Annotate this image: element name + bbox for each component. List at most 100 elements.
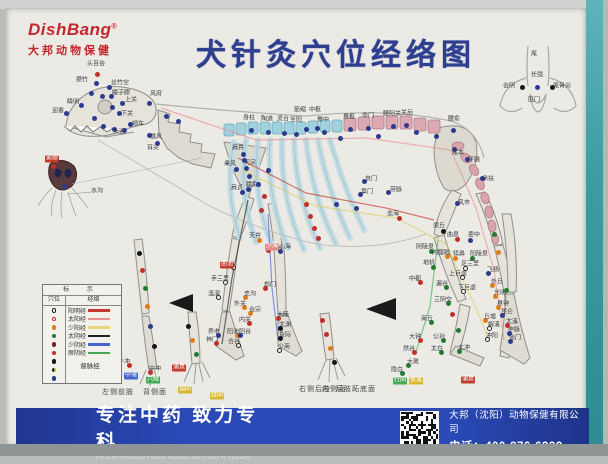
acupoint-label: 商丘	[420, 316, 434, 323]
legend-row	[43, 374, 121, 383]
acupoint-dot	[321, 129, 327, 135]
legend-row	[43, 357, 121, 366]
diagram-caption: 背侧面	[143, 389, 167, 396]
acupoint-dot	[293, 131, 299, 137]
acupoint-label: 耳尖	[146, 145, 160, 152]
acupoint-dot	[460, 288, 466, 294]
company-name: 大邦（沈阳）动物保健有限公司	[449, 409, 580, 435]
acupoint-dot	[467, 237, 473, 243]
acupoint-dot	[119, 100, 125, 106]
acupoint-dot	[142, 285, 148, 291]
legend-title: 标 示	[43, 285, 121, 296]
acupoint-label: 涌泉	[171, 364, 187, 372]
acupoint-dot	[63, 110, 69, 116]
brand-subtitle: 大邦动物保健	[28, 45, 112, 57]
acupoint-label: 迎香	[51, 108, 65, 115]
acupoint-dot	[353, 205, 359, 211]
legend-dot	[51, 376, 57, 381]
legend-row: 太阳经	[43, 314, 121, 323]
legend-dot	[51, 350, 57, 355]
acupoint-label: 陶道	[260, 116, 274, 123]
legend-line-swatch	[88, 326, 111, 329]
legend-meridian-name: 阳明经	[68, 308, 87, 315]
acupoint-dot	[428, 319, 434, 325]
acupoint-dot	[469, 255, 475, 261]
acupoint-dot	[390, 123, 396, 129]
acupoint-dot	[61, 183, 67, 189]
wall-right	[603, 0, 608, 456]
acupoint-dot	[88, 90, 94, 96]
acupoint-dot	[519, 84, 525, 90]
acupoint-label: 风府	[149, 91, 163, 98]
acupoint-dot	[100, 123, 106, 129]
legend-line-swatch	[88, 343, 111, 346]
acupoint-label: 鱼际	[278, 332, 292, 339]
legend-merged-label: 督脉经	[80, 363, 100, 370]
acupoint-dot	[456, 348, 462, 354]
acupoint-label: 腰俞	[447, 116, 461, 123]
acupoint-label: 太白	[430, 346, 444, 353]
acupoint-dot	[146, 100, 152, 106]
acupoint-dot	[215, 332, 221, 338]
acupoint-dot	[277, 248, 283, 254]
acupoint-dot	[111, 126, 117, 132]
acupoint-label: 尾骨尖	[552, 83, 572, 90]
acupoint-label: 阴陵泉	[415, 244, 435, 251]
legend-col-meridian: 经络	[87, 297, 100, 303]
acupoint-label: 脊中	[316, 117, 330, 124]
acupoint-dot	[277, 335, 283, 341]
acupoint-dot	[265, 167, 271, 173]
acupoint-label: 肛门	[527, 97, 541, 104]
acupoint-label: 然谷	[402, 346, 416, 353]
acupoint-dot	[492, 293, 498, 299]
acupoint-dot	[323, 331, 329, 337]
acupoint-label: 头百会	[86, 61, 106, 68]
acupoint-dot	[189, 337, 195, 343]
acupoint-dot	[451, 146, 457, 152]
acupoint-dot	[109, 104, 115, 110]
acupoint-dot	[375, 133, 381, 139]
acupoint-label: 丘墟	[483, 314, 497, 321]
acupoint-label: 少商	[277, 344, 291, 351]
acupoint-dot	[333, 201, 339, 207]
acupoint-dot	[482, 317, 488, 323]
acupoint-label: 水沟	[90, 188, 104, 195]
acupoint-label: 攒竹	[75, 77, 89, 84]
acupoint-label: 涌泉	[460, 376, 476, 384]
legend-dot	[51, 342, 57, 347]
acupoint-dot	[215, 294, 221, 300]
acupoint-label: 中渚	[123, 372, 139, 380]
acupoint-label: 少冲	[117, 359, 131, 366]
acupoint-dot	[261, 193, 267, 199]
acupoint-dot	[454, 200, 460, 206]
legend-meridian-name: 少阳经	[68, 325, 87, 332]
acupoint-label: 肩贞	[230, 185, 244, 192]
acupoint-dot	[385, 189, 391, 195]
acupoint-dot	[428, 248, 434, 254]
pointer-arrow-icon	[169, 294, 193, 312]
acupoint-dot	[405, 362, 411, 368]
acupoint-label: 内关	[238, 317, 252, 324]
acupoint-dot	[50, 163, 56, 169]
acupoint-label: 睛明	[66, 99, 80, 106]
acupoint-dot	[303, 201, 309, 207]
legend-col-point: 穴位	[43, 296, 66, 305]
acupoint-dot	[503, 287, 509, 293]
acupoint-label: 京门	[364, 176, 378, 183]
poster-title: 犬针灸穴位经络图	[196, 39, 476, 72]
acupoint-label: 阳谷	[238, 329, 252, 336]
acupoint-dot	[445, 300, 451, 306]
acupoint-label: 下关	[120, 111, 134, 118]
acupoint-dot	[241, 304, 247, 310]
acupoint-dot	[163, 113, 169, 119]
acupoint-dot	[504, 322, 510, 328]
acupoint-label: 侠溪	[408, 377, 424, 385]
acupoint-label: 下巨虚	[457, 285, 477, 292]
acupoint-label: 公孙	[432, 334, 446, 341]
acupoint-label: 大陵	[276, 312, 290, 319]
acupoint-dot	[247, 310, 253, 316]
acupoint-dot	[417, 337, 423, 343]
acupoint-dot	[311, 225, 317, 231]
diagram-caption: 内侧面	[322, 386, 346, 393]
acupoint-label: 天宗	[243, 160, 257, 167]
